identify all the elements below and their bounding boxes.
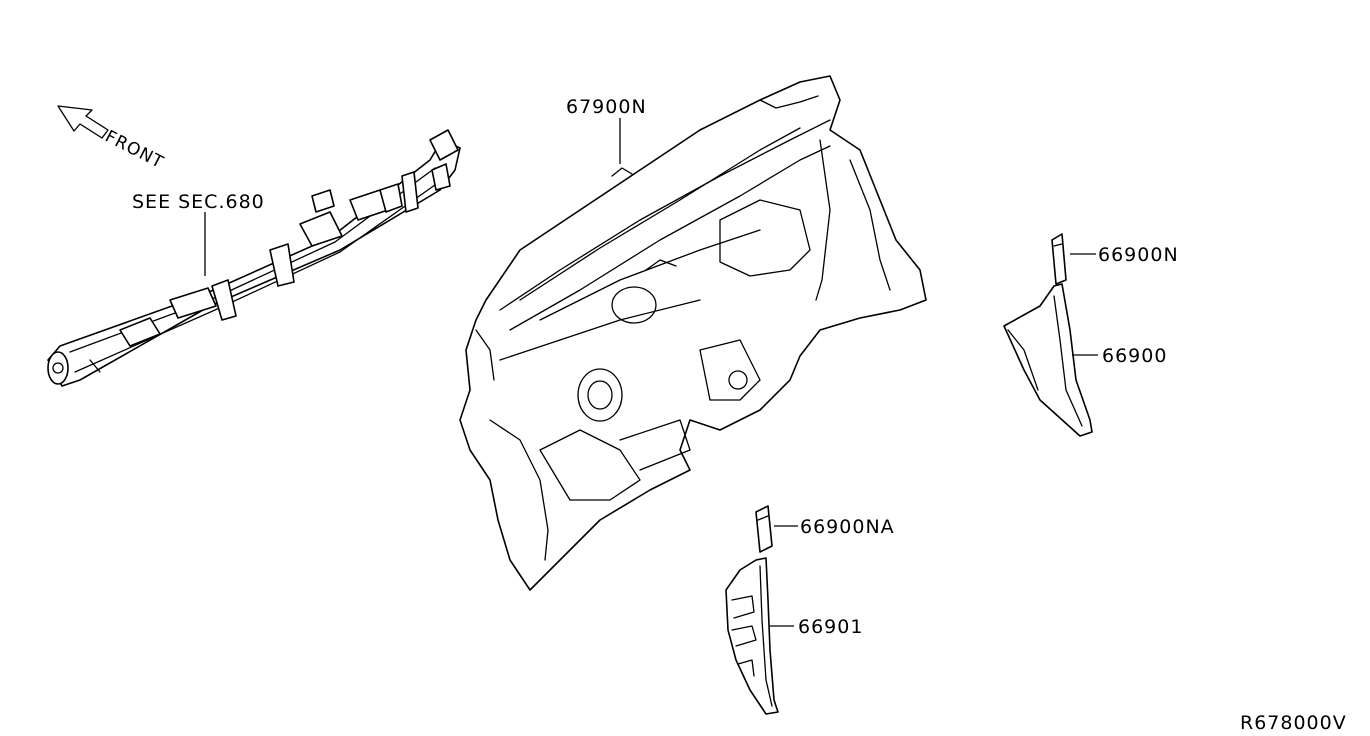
front-label: FRONT: [102, 127, 167, 173]
front-arrow-icon: [57, 105, 109, 139]
callout-see-sec-680: SEE SEC.680: [132, 191, 265, 213]
steering-member-part: [47, 129, 461, 387]
part-66901: [725, 557, 779, 715]
callout-66900n: 66900N: [1098, 244, 1179, 266]
diagram-code: R678000V: [1240, 712, 1347, 734]
part-66900n: [1051, 233, 1067, 285]
part-66900na: [755, 505, 773, 553]
callout-66901: 66901: [798, 616, 863, 638]
dash-insulator-part: [459, 75, 927, 591]
callout-66900na: 66900NA: [800, 516, 895, 538]
callout-67900n: 67900N: [566, 96, 647, 118]
callout-66900: 66900: [1102, 345, 1167, 367]
front-arrow-indicator: FRONT: [57, 105, 167, 173]
part-66900: [1003, 283, 1093, 437]
